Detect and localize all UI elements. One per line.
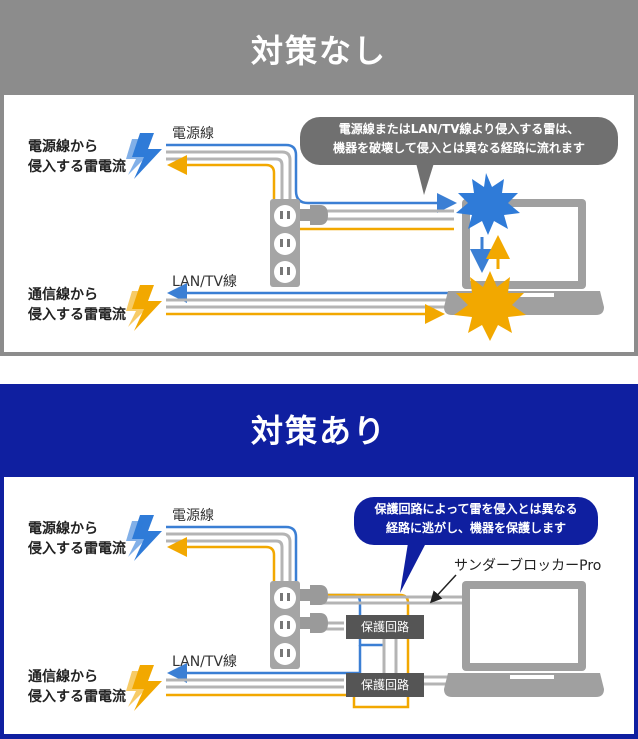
explanation-bubble-before: 電源線またはLAN/TV線より侵入する雷は、 機器を破壊して侵入とは異なる経路に… (300, 117, 618, 165)
diagram-before: 電源線から 侵入する雷電流 通信線から 侵入する雷電流 電源線 LAN/TV線 … (4, 95, 634, 352)
power-line-label: 電源線 (172, 126, 214, 142)
bubble-text-line: 電源線またはLAN/TV線より侵入する雷は、 (338, 122, 580, 136)
comm-source-label: 通信線から 侵入する雷電流 (28, 287, 126, 323)
bubble-text-line: 機器を破壊して侵入とは異なる経路に流れます (333, 141, 585, 155)
panel-title-after: 対策あり (250, 412, 387, 450)
lightning-bolt-icon (126, 133, 162, 179)
lan-line-label: LAN/TV線 (172, 654, 238, 670)
lightning-bolt-icon (126, 515, 162, 561)
power-plug-icon (300, 205, 328, 225)
protection-circuit-label: 保護回路 (360, 620, 409, 634)
diagram-after-svg (126, 515, 604, 711)
protection-circuit-label: 保護回路 (360, 678, 409, 692)
lan-line-label: LAN/TV線 (172, 274, 238, 290)
power-plug-icon (300, 613, 328, 633)
lan-line-wires (166, 283, 448, 324)
bubble-text-line: 経路に逃がし、機器を保護します (385, 521, 566, 535)
power-plug-icon (300, 585, 328, 605)
power-line-label: 電源線 (172, 508, 214, 524)
power-outlet-icon (270, 199, 300, 287)
panel-title-before: 対策なし (250, 32, 387, 70)
bubble-text-line: 保護回路によって雷を侵入とは異なる (374, 502, 578, 516)
power-source-label: 電源線から 侵入する雷電流 (28, 521, 126, 557)
lightning-bolt-icon (126, 285, 162, 331)
explanation-bubble-after: 保護回路によって雷を侵入とは異なる 経路に逃がし、機器を保護します (354, 497, 598, 545)
lightning-bolt-icon (126, 665, 162, 711)
protection-circuit-box: 保護回路 (346, 615, 424, 639)
power-source-label: 電源線から 侵入する雷電流 (28, 139, 126, 175)
product-label: サンダーブロッカーPro (454, 558, 602, 574)
explosion-icon (456, 173, 520, 235)
comm-source-label: 通信線から 侵入する雷電流 (28, 669, 126, 705)
power-outlet-icon (270, 581, 300, 669)
laptop-icon (444, 581, 604, 697)
diagram-after: 電源線から 侵入する雷電流 通信線から 侵入する雷電流 電源線 LAN/TV線 … (4, 477, 634, 734)
panel-before: 対策なし (0, 0, 638, 356)
panel-after: 対策あり (0, 384, 638, 739)
diagram-before-svg (126, 133, 604, 341)
explosion-icon (454, 271, 526, 341)
protection-circuit-box: 保護回路 (346, 673, 424, 697)
